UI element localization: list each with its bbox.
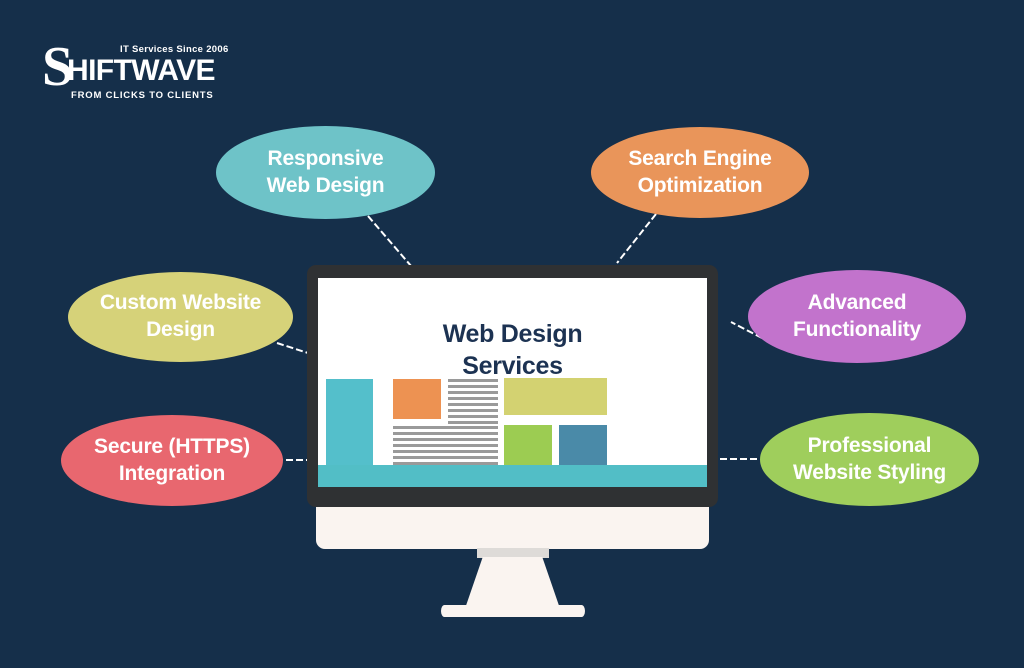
logo-s-mark: S xyxy=(42,36,74,98)
wireframe-feature-block-khaki xyxy=(504,378,607,415)
wireframe-text-line xyxy=(393,462,498,465)
wireframe-text-line xyxy=(393,432,498,435)
wireframe-text-line xyxy=(393,426,498,429)
wireframe-text-line xyxy=(448,421,498,424)
service-bubble-label-line-2: Optimization xyxy=(637,173,763,197)
wireframe-text-lines-bottom xyxy=(393,426,498,468)
wireframe-text-line xyxy=(393,456,498,459)
screen-title: Web Design Services xyxy=(318,319,707,382)
service-bubble-label-line-1: Custom Website xyxy=(99,291,262,315)
connector-custom-website-design xyxy=(276,342,312,355)
wireframe-text-line xyxy=(448,391,498,394)
service-bubble-label-line-2: Design xyxy=(146,318,215,341)
monitor-bezel: Web Design Services xyxy=(307,265,718,507)
service-bubble-label-line-2: Functionality xyxy=(792,317,922,341)
monitor-stand xyxy=(464,557,561,610)
wireframe-text-line xyxy=(448,385,498,388)
logo-tagline: FROM CLICKS TO CLIENTS xyxy=(71,90,214,101)
wireframe-feature-block-blue xyxy=(559,425,607,465)
wireframe-text-line xyxy=(393,438,498,441)
wireframe-text-line xyxy=(448,415,498,418)
monitor-base xyxy=(440,605,585,617)
service-bubble-label: Secure (HTTPS) Integration xyxy=(94,434,250,487)
service-bubble-label-line-1: Professional xyxy=(807,433,932,457)
wireframe-text-line xyxy=(393,444,498,447)
wireframe-sidebar-block xyxy=(326,379,373,468)
shiftwave-logo[interactable]: S IT Services Since 2006 HIFTWAVE FROM C… xyxy=(38,38,238,116)
connector-search-engine-optimization xyxy=(616,213,657,264)
screen-footer-bar xyxy=(318,465,707,487)
wireframe-text-line xyxy=(393,450,498,453)
wireframe-text-lines-top-right xyxy=(448,379,498,427)
service-bubble-label-line-1: Advanced xyxy=(807,290,907,314)
service-bubble-label-line-2: Integration xyxy=(118,461,226,485)
wireframe-text-line xyxy=(448,397,498,400)
service-bubble-label-line-2: Website Styling xyxy=(793,460,946,484)
wireframe-text-line xyxy=(448,409,498,412)
service-bubble-label-line-2: Web Design xyxy=(266,173,385,197)
service-bubble-secure-https-integration[interactable]: Secure (HTTPS) Integration xyxy=(61,415,283,506)
wireframe-hero-image-block xyxy=(393,379,441,419)
logo-wordmark: HIFTWAVE xyxy=(67,54,216,87)
service-bubble-label-line-1: Search Engine xyxy=(628,146,772,170)
monitor-neck xyxy=(476,548,549,558)
monitor-screen: Web Design Services xyxy=(318,278,707,487)
service-bubble-label-line-1: Responsive xyxy=(267,146,384,170)
desktop-monitor-illustration: Web Design Services xyxy=(307,265,718,617)
wireframe-text-line xyxy=(448,379,498,382)
screen-title-line-1: Web Design xyxy=(442,320,583,348)
service-bubble-label-line-1: Secure (HTTPS) xyxy=(94,434,250,458)
monitor-chin xyxy=(316,507,709,549)
wireframe-text-line xyxy=(448,403,498,406)
screen-title-line-2: Services xyxy=(462,351,563,380)
logo-since-text: IT Services Since 2006 xyxy=(120,44,229,55)
wireframe-feature-block-green xyxy=(504,425,552,465)
